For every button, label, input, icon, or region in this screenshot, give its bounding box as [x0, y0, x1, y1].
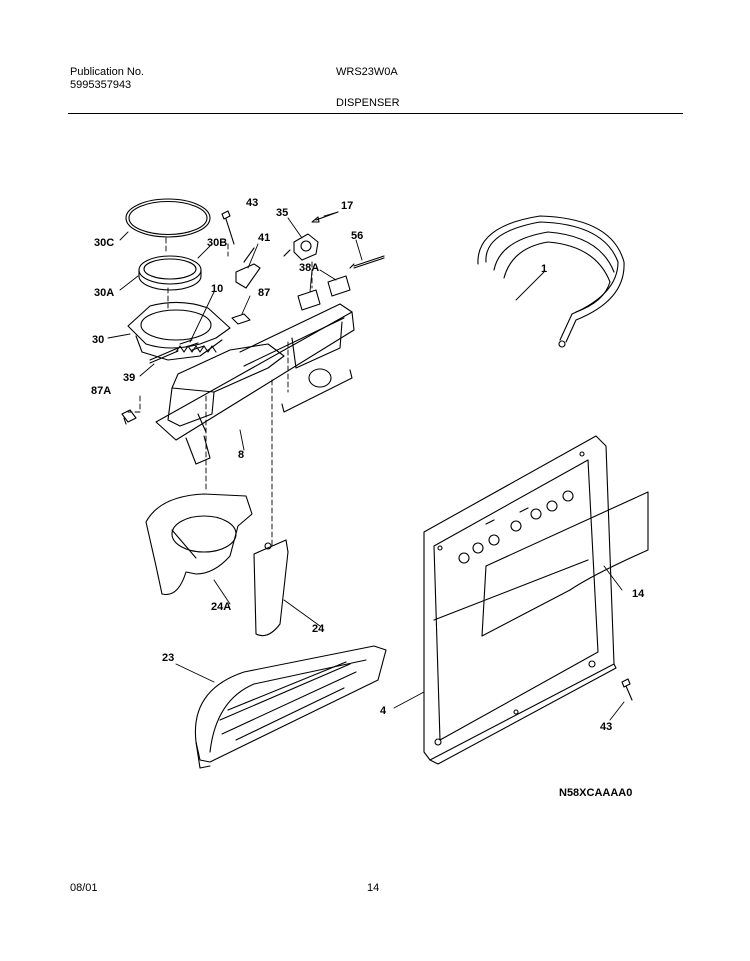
part-24a-chute [145, 493, 253, 596]
part-43-screw-top [221, 210, 235, 245]
section-title: DISPENSER [336, 97, 400, 109]
callout-30a: 30A [94, 287, 114, 299]
part-87a-clip [121, 409, 137, 425]
part-30c-gasket-ring [125, 198, 211, 238]
callout-14: 14 [632, 588, 645, 600]
callout-4: 4 [380, 705, 387, 717]
callout-87a: 87A [91, 385, 111, 397]
model-number: WRS23W0A [336, 66, 398, 78]
callout-41: 41 [258, 232, 270, 244]
part-87-clip [231, 313, 251, 325]
part-4-dispenser-panel [423, 435, 617, 765]
part-35-solenoid [283, 233, 319, 261]
callout-labels: 30C 30B 30A 30 10 39 87A 43 41 87 35 17 … [91, 197, 645, 733]
callout-24: 24 [312, 623, 325, 635]
footer-date: 08/01 [70, 882, 98, 894]
publication-label: Publication No. [70, 66, 144, 78]
callout-23: 23 [162, 652, 174, 664]
callout-30c: 30C [94, 237, 114, 249]
publication-number: 5995357943 [70, 79, 132, 91]
footer-page-number: 14 [367, 882, 380, 894]
callout-43-top: 43 [246, 197, 258, 209]
callout-30: 30 [92, 334, 104, 346]
part-14-overlay [481, 491, 649, 637]
callout-8: 8 [238, 449, 244, 461]
part-30b-cap [138, 255, 202, 291]
callout-24a: 24A [211, 601, 231, 613]
callout-leaders [107, 211, 625, 721]
part-24-door [253, 539, 289, 637]
part-56-pin [349, 255, 385, 269]
callout-38a: 38A [299, 262, 319, 274]
callout-10: 10 [211, 283, 223, 295]
callout-87: 87 [258, 287, 270, 299]
part-10-spring [175, 345, 217, 353]
part-23-drip-tray [194, 645, 387, 769]
part-41-bracket [235, 247, 261, 289]
callout-1: 1 [541, 263, 547, 275]
part-1-tubing-coil [477, 215, 625, 348]
callout-35: 35 [276, 207, 288, 219]
callout-30b: 30B [207, 237, 227, 249]
part-43-screw-bottom [621, 678, 633, 701]
callout-39: 39 [123, 372, 135, 384]
callout-56: 56 [351, 230, 363, 242]
part-8-frame [155, 303, 355, 465]
callout-17: 17 [341, 200, 353, 212]
part-39-pin [149, 347, 179, 364]
header-divider [68, 113, 683, 114]
part-30-housing [127, 301, 231, 361]
figure-code: N58XCAAAA0 [559, 787, 633, 799]
callout-43-bottom: 43 [600, 721, 612, 733]
assembly-leader-lines [127, 237, 313, 549]
